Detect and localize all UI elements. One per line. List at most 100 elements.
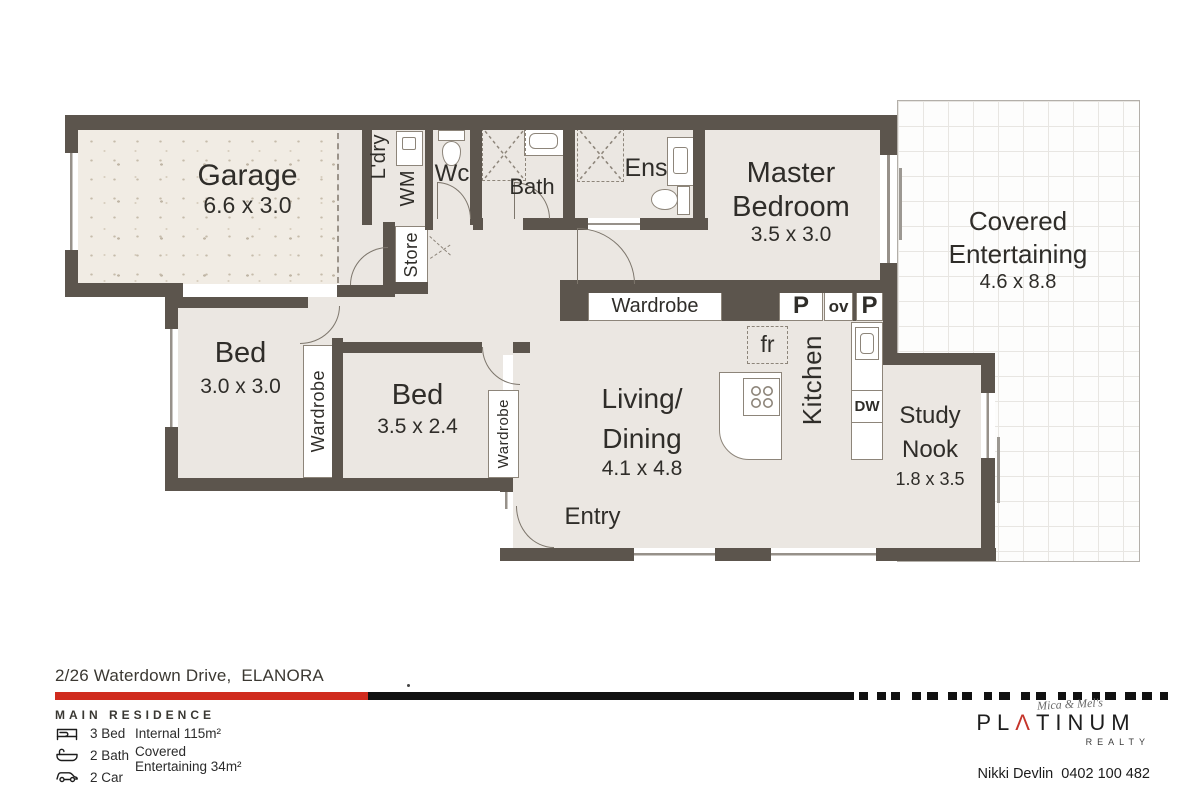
master-label-line1: Master xyxy=(746,157,836,189)
garage-label: Garage xyxy=(197,159,298,192)
washing-machine-label: WM xyxy=(397,170,419,207)
door-opening xyxy=(483,218,523,230)
covered-label-line1: Covered xyxy=(968,206,1068,236)
wall xyxy=(883,292,897,321)
wardrobe-master-cabinet: Wardrobe xyxy=(588,292,722,321)
bathtub-icon xyxy=(524,128,565,156)
wall xyxy=(563,128,575,225)
deck-post xyxy=(899,168,902,240)
wardrobe-bed2-cabinet: Wardrobe xyxy=(488,390,519,478)
wall xyxy=(560,280,897,293)
accent-bar-black xyxy=(368,692,1168,700)
covered-label-line2: Entertaining xyxy=(948,239,1088,269)
wall xyxy=(332,338,343,478)
brand-name-pre: PL xyxy=(976,710,1016,735)
living-dims: 4.1 x 4.8 xyxy=(601,457,683,480)
stat-baths: 2 Bath xyxy=(90,748,130,763)
accent-bar-red xyxy=(55,692,368,700)
deck-post xyxy=(997,437,1000,503)
window xyxy=(165,329,178,427)
study-label-line2: Nook xyxy=(901,436,959,463)
car-icon xyxy=(55,768,79,783)
wardrobe-label: Wardrobe xyxy=(495,399,512,469)
bath-label: Bath xyxy=(509,174,555,199)
wardrobe-bed1-cabinet: Wardrobe xyxy=(303,345,334,478)
bed2-floor xyxy=(343,353,503,480)
wall xyxy=(65,115,78,153)
wall xyxy=(470,128,482,225)
bed1-label: Bed xyxy=(214,337,267,369)
wall xyxy=(65,115,897,130)
brand-name-post: TINUM xyxy=(1035,710,1136,735)
wall xyxy=(337,285,395,297)
wardrobe-label: Wardrobe xyxy=(308,370,328,453)
dishwasher-label: DW xyxy=(854,397,880,415)
bath-icon xyxy=(55,747,79,763)
dishwasher-icon: DW xyxy=(851,390,883,423)
kitchen-label: Kitchen xyxy=(797,335,827,426)
brand-sub: REALTY xyxy=(1085,737,1150,747)
wall xyxy=(853,292,856,321)
laundry-label: L'dry xyxy=(368,134,390,180)
study-label-line1: Study xyxy=(899,402,961,429)
window xyxy=(771,548,876,561)
address: 2/26 Waterdown Drive, ELANORA xyxy=(55,666,324,685)
wall xyxy=(165,478,345,491)
study-dims: 1.8 x 3.5 xyxy=(895,469,965,489)
oven-cabinet: ov xyxy=(824,292,853,321)
wall xyxy=(165,297,308,308)
wall xyxy=(332,478,502,491)
entry-label: Entry xyxy=(564,503,621,530)
vanity-icon xyxy=(667,137,694,186)
toilet-bowl-icon xyxy=(651,189,678,210)
sliding-door xyxy=(880,155,897,265)
store-cabinet: Store xyxy=(395,226,428,284)
pantry-cabinet: P xyxy=(779,292,823,321)
wall xyxy=(560,292,588,321)
wall xyxy=(425,128,433,225)
stat-cars: 2 Car xyxy=(90,770,124,785)
living-label-line2: Dining xyxy=(602,423,682,454)
entry-door-opening xyxy=(500,509,513,548)
area-covered-line2: Entertaining 34m² xyxy=(135,759,242,774)
stat-beds: 3 Bed xyxy=(90,726,126,741)
wall xyxy=(65,283,183,297)
wall xyxy=(332,342,482,353)
brand-name-accent: Λ xyxy=(1015,710,1036,735)
oven-label: ov xyxy=(828,296,849,316)
garage-floor xyxy=(78,129,340,284)
wall xyxy=(362,128,372,225)
section-title: MAIN RESIDENCE xyxy=(55,708,216,722)
pantry-cabinet: P xyxy=(856,292,883,321)
wall xyxy=(500,548,996,561)
living-label-line1: Living/ xyxy=(601,383,683,414)
bed2-label: Bed xyxy=(391,379,444,411)
garage-dims: 6.6 x 3.0 xyxy=(203,192,292,218)
wall xyxy=(165,427,178,491)
shower-icon xyxy=(577,128,624,182)
living-floor xyxy=(513,290,883,550)
cavity-slider xyxy=(588,218,640,230)
pantry-label: P xyxy=(792,292,809,320)
wall xyxy=(883,353,981,365)
wall xyxy=(513,342,530,353)
pantry-label: P xyxy=(861,292,878,320)
toilet-icon xyxy=(438,130,465,141)
dot xyxy=(407,684,410,687)
bed-icon xyxy=(55,726,79,742)
covered-dims: 4.6 x 8.8 xyxy=(979,271,1057,293)
area-covered-line1: Covered xyxy=(135,744,187,759)
garage-door-window xyxy=(65,153,78,250)
window xyxy=(634,548,715,561)
agent-contact: Nikki Devlin 0402 100 482 xyxy=(977,766,1151,782)
wall xyxy=(693,128,705,225)
area-internal: Internal 115m² xyxy=(135,726,222,741)
toilet-icon xyxy=(677,186,690,215)
master-label-line2: Bedroom xyxy=(732,191,850,223)
bed2-dims: 3.5 x 2.4 xyxy=(377,415,458,438)
fridge-label: fr xyxy=(760,331,775,358)
master-floor xyxy=(700,128,882,290)
store-label: Store xyxy=(401,232,421,278)
wall xyxy=(383,282,428,294)
